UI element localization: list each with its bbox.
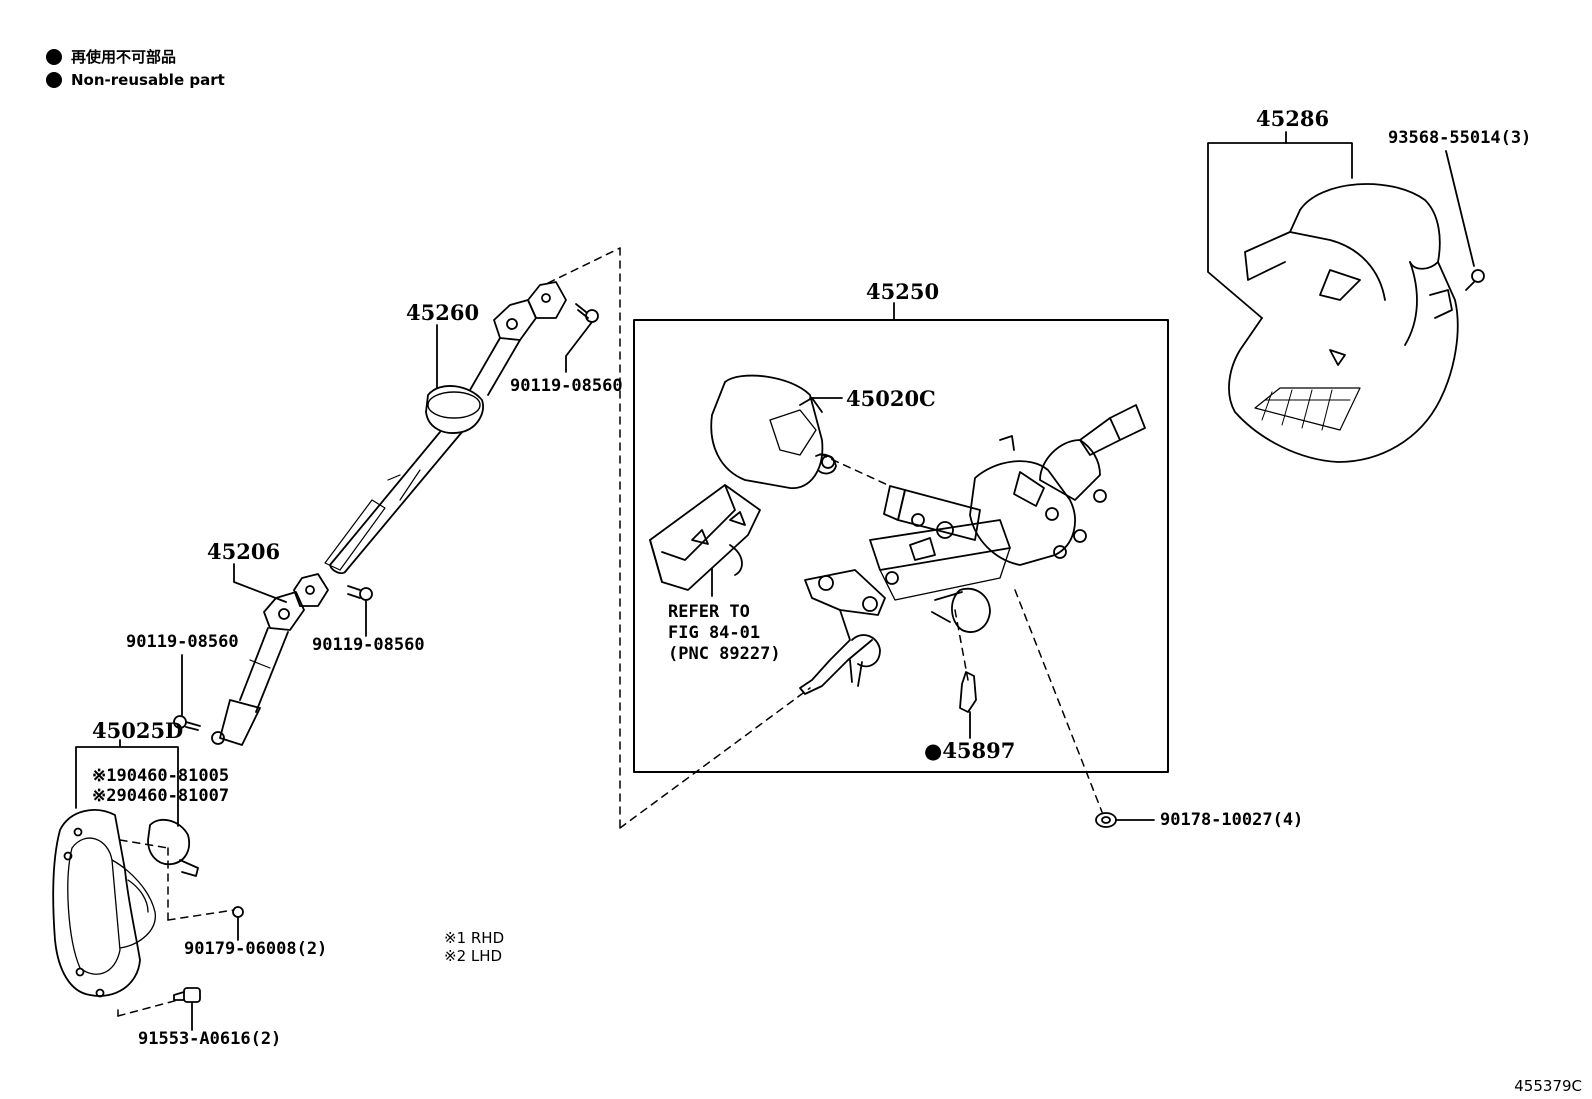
- bolt-91553: [173, 987, 201, 1031]
- bolt-90119-left: [173, 654, 201, 731]
- label-45897: ●45897: [924, 738, 1016, 763]
- assembly-frame-45250: [633, 319, 1169, 773]
- lock-ecu-45020c: [710, 374, 843, 489]
- bolt-90119-top: [565, 303, 599, 373]
- label-90119-08560-mid: 90119-08560: [312, 635, 425, 655]
- column-cover-45286: [1207, 131, 1459, 463]
- intermediate-shaft-45260: [324, 281, 567, 575]
- legend-item-jp: 再使用不可部品: [46, 46, 176, 67]
- note-rhd: ※1 RHD: [444, 929, 505, 947]
- label-45286: 45286: [1256, 106, 1330, 131]
- legend-text-jp: 再使用不可部品: [71, 48, 177, 66]
- label-45025d: 45025D: [92, 718, 184, 743]
- label-93568-55014: 93568-55014(3): [1388, 128, 1532, 148]
- steering-column: [799, 404, 1146, 713]
- legend-text-en: Non-reusable part: [71, 71, 225, 89]
- non-reusable-dot-icon: [46, 48, 62, 65]
- refer-line-3: (PNC 89227): [668, 644, 781, 664]
- label-91553-a0616: 91553-A0616(2): [138, 1029, 282, 1049]
- label-90119-08560-top: 90119-08560: [510, 376, 623, 396]
- label-90460-81005: ※190460-81005: [92, 766, 230, 786]
- bolt-93568: [1445, 150, 1485, 291]
- label-90460-81007: ※290460-81007: [92, 786, 230, 806]
- bolt-90179: [232, 906, 244, 941]
- hole-cover-45025d: [52, 739, 199, 998]
- refer-note: REFER TO FIG 84-01 (PNC 89227): [668, 602, 781, 665]
- label-90119-08560-left: 90119-08560: [126, 632, 239, 652]
- universal-joint-45206: [211, 563, 329, 746]
- refer-line-2: FIG 84-01: [668, 623, 761, 643]
- note-lhd: ※2 LHD: [444, 947, 503, 965]
- label-90178-10027: 90178-10027(4): [1160, 810, 1304, 830]
- label-45206: 45206: [207, 539, 281, 564]
- label-45260: 45260: [406, 300, 480, 325]
- bolt-90119-mid: [347, 585, 373, 637]
- non-reusable-dot-icon: [46, 72, 62, 88]
- label-45020c: 45020C: [846, 386, 936, 411]
- projection-lines: [117, 247, 1103, 1017]
- nut-90178: [1095, 812, 1155, 828]
- label-90179-06008: 90179-06008(2): [184, 939, 328, 959]
- legend-item-en: Non-reusable part: [46, 71, 225, 89]
- refer-line-1: REFER TO: [668, 602, 750, 622]
- signal-module: [649, 484, 761, 597]
- diagram-code: 455379C: [1514, 1077, 1582, 1095]
- label-45250: 45250: [866, 279, 940, 304]
